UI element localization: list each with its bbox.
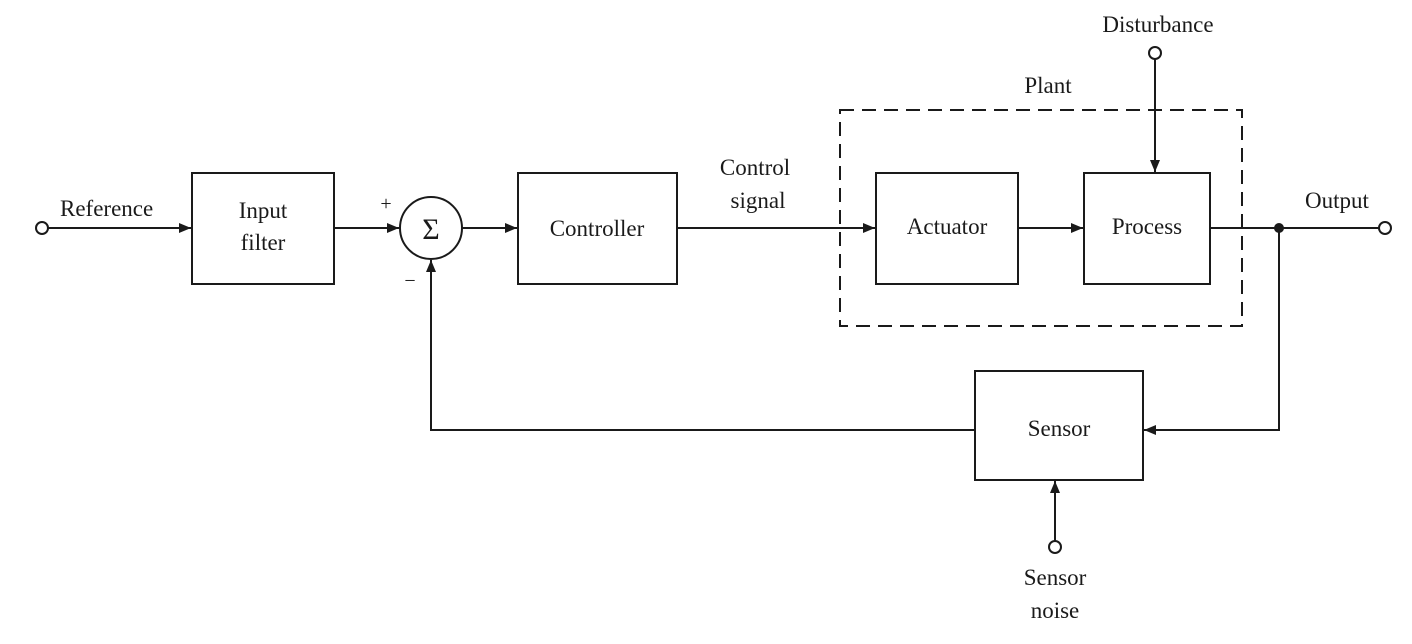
reference-terminal [35,221,49,235]
plant-label: Plant [1024,73,1072,98]
output-label: Output [1305,188,1370,213]
controller-block [517,172,678,285]
minus-sign: − [404,270,415,292]
input-filter-block [191,172,335,285]
sensor-block [974,370,1144,481]
controller-label: Controller [550,216,645,241]
sigma-symbol: Σ [422,213,439,246]
feedback-to-sum-wire [426,260,975,431]
output-terminal [1378,221,1392,235]
sensor-noise-terminal [1048,540,1062,554]
actuator-label: Actuator [907,214,988,239]
plus-sign: + [380,193,391,215]
sensor-noise-label-line1: Sensor [1024,565,1087,590]
disturbance-terminal [1148,46,1162,60]
control-signal-label-line1: Control [720,155,790,180]
actuator-block [875,172,1019,285]
disturbance-label: Disturbance [1102,12,1213,37]
reference-label: Reference [60,196,153,221]
feedback-to-sensor-wire [1144,228,1280,435]
plant-group-boundary [839,109,1243,327]
sensor-noise-label-line2: noise [1031,598,1080,623]
sensor-label: Sensor [1028,416,1091,441]
input-filter-label-line2: filter [241,230,286,255]
control-signal-label-line2: signal [731,188,786,213]
process-label: Process [1112,214,1182,239]
input-filter-label-line1: Input [239,198,288,223]
